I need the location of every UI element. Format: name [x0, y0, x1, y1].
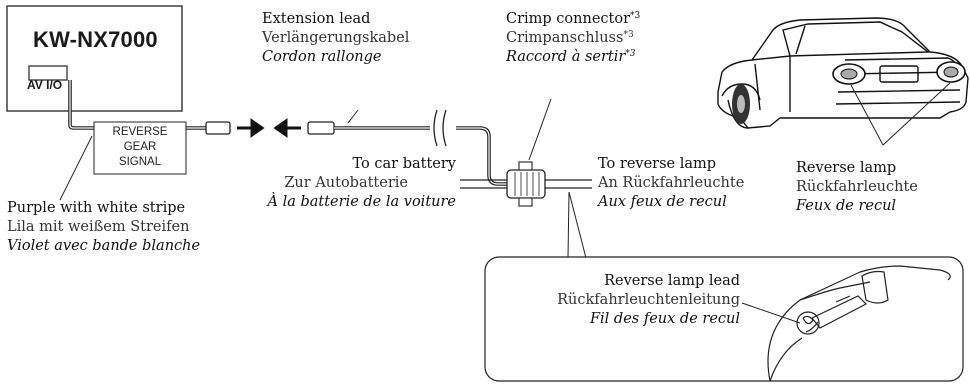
wire-color-pointer: [59, 135, 93, 201]
arrow-left-icon: [273, 118, 301, 138]
reverse-lamp-label: Reverse lamp Rückfahrleuchte Feux de rec…: [796, 160, 918, 214]
reverse-lamp-pointer: [850, 84, 884, 146]
reverse-lamp-detail-box: [484, 256, 964, 382]
extension-lead-label: Extension lead Verlängerungskabel Cordon…: [262, 11, 410, 65]
crimp-connector-label: Crimp connector*3 Crimpanschluss*3 Racco…: [506, 11, 641, 65]
female-plug: [307, 121, 335, 135]
head-unit-model: KW-NX7000: [33, 27, 158, 52]
reverse-gear-signal-box: [93, 121, 187, 175]
arrow-right-icon: [237, 118, 265, 138]
wire-color-label: Purple with white stripe Lila mit weißem…: [7, 200, 201, 254]
reverse-lamp-lead-label: Reverse lamp lead Rückfahrleuchtenleitun…: [557, 273, 740, 327]
reverse-gear-signal-label: REVERSE GEAR SIGNAL: [112, 126, 168, 168]
to-reverse-lamp-label: To reverse lamp An Rückfahrleuchte Aux f…: [598, 156, 745, 210]
cable-break-mark: [433, 109, 447, 147]
car-battery-label: To car battery Zur Autobatterie À la bat…: [267, 156, 457, 210]
av-io-label: AV I/O: [27, 78, 63, 92]
av-io-port: [28, 65, 68, 81]
lamp-housing-illustration: [767, 265, 951, 382]
male-plug: [205, 121, 231, 135]
head-unit-box: [6, 5, 183, 112]
